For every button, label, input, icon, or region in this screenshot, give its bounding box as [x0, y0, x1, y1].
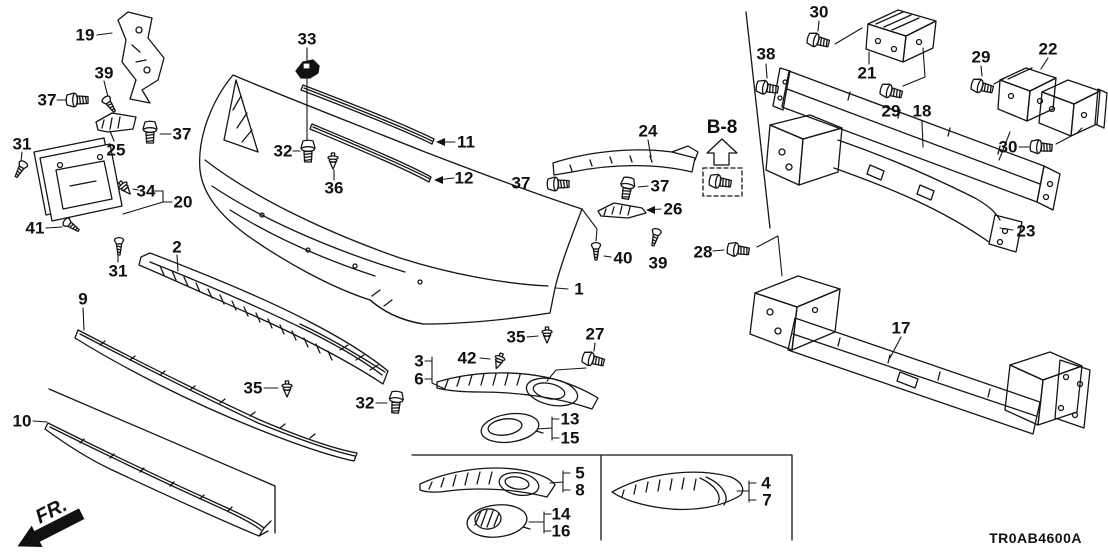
leader-lines [21, 21, 1082, 533]
fog-cover-1315-drawing [479, 410, 543, 446]
bumper-beam-18-drawing [773, 68, 1060, 210]
screw-31-icon [113, 236, 125, 256]
clip-35-icon [281, 380, 293, 398]
bolt-29-icon [878, 81, 905, 102]
clip-42-icon [490, 351, 508, 371]
spoiler-9-drawing [75, 330, 357, 461]
bracket-19-drawing [118, 12, 164, 103]
section-divider-line [746, 12, 770, 228]
screw-40-icon [590, 241, 602, 261]
bolt-30-icon [1029, 138, 1054, 156]
license-plate-bracket-drawing [34, 138, 122, 221]
bolt-29-icon [969, 76, 996, 97]
bracket-22-drawing [998, 68, 1107, 136]
fog-garnish-58-drawing [420, 468, 555, 498]
bolt-37-icon [65, 92, 89, 108]
fr-arrow-icon [17, 508, 85, 548]
b8-reference: B-8 [703, 117, 742, 196]
bracket-24-drawing [553, 146, 698, 175]
clip-36-icon [327, 152, 339, 170]
bracket-26-drawing [598, 203, 646, 218]
bolt-28-icon [725, 240, 751, 259]
bracket-25-drawing [96, 113, 136, 132]
beam-face-23-drawing [766, 115, 1022, 252]
screw-31-icon [11, 158, 30, 180]
grille-2-drawing [139, 253, 388, 384]
bolt-37-icon [142, 120, 158, 144]
fog-garnish-47-drawing [612, 472, 743, 509]
fasteners [11, 30, 1054, 415]
screw-39-icon [100, 94, 119, 115]
bolt-32-icon [300, 139, 316, 163]
bolt-30-icon [805, 30, 832, 51]
b8-up-arrow-icon [707, 139, 737, 165]
clip-33-drawing [296, 60, 319, 78]
bolt-37-icon [617, 175, 637, 201]
b8-reference-label: B-8 [707, 117, 738, 138]
fog-cover-1416-drawing [465, 502, 530, 540]
diagram-code: TR0AB4600A [989, 530, 1082, 546]
bracket-21-drawing [866, 10, 936, 62]
bolt-27-icon [580, 349, 607, 370]
bumper-face-drawing [200, 75, 582, 324]
bolt-37-icon [546, 176, 570, 192]
screw-39-icon [647, 227, 663, 248]
panel-box-lines [412, 455, 792, 540]
screw-41-icon [61, 216, 82, 235]
bolt-b8-icon [707, 172, 733, 192]
molding-11-drawing [301, 85, 434, 144]
garnish-10-drawing [45, 389, 275, 536]
fr-direction-arrow: FR. [17, 494, 85, 548]
molding-12-drawing [310, 124, 431, 182]
clip-35-icon [541, 326, 553, 344]
bolt-32-icon [387, 390, 405, 415]
fog-garnish-36-drawing [437, 373, 598, 410]
lower-beam-17-drawing [750, 276, 1090, 434]
